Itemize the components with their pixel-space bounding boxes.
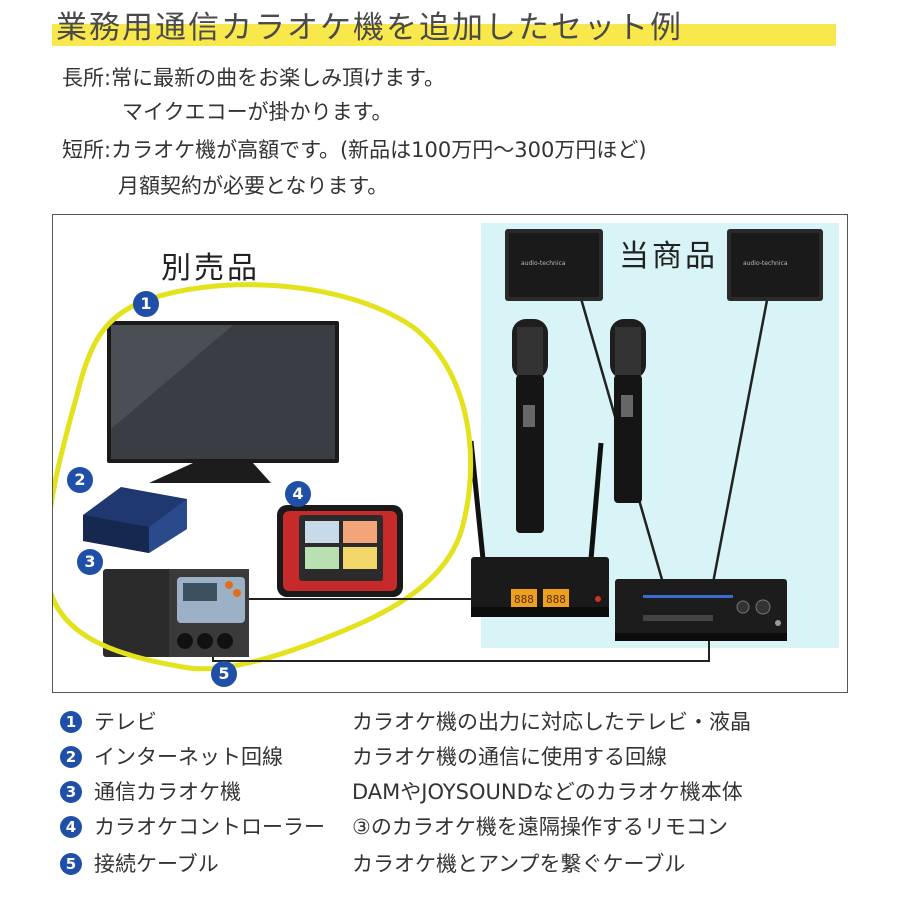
receiver-display-b: 888	[546, 593, 566, 606]
legend-description: DAMやJOYSOUNDなどのカラオケ機本体	[352, 780, 743, 804]
badge-4: 4	[285, 481, 311, 507]
legend-item-internet: 2 インターネット回線 カラオケ機の通信に使用する回線	[60, 743, 850, 777]
sold-separately-loop	[53, 282, 474, 672]
legend-number: 4	[60, 816, 82, 838]
badge-3: 3	[77, 549, 103, 575]
page-header: 業務用通信カラオケ機を追加したセット例	[52, 0, 836, 48]
legend-item-tv: 1 テレビ カラオケ機の出力に対応したテレビ・液晶	[60, 708, 850, 742]
speaker-right	[727, 229, 823, 301]
legend-name: 接続ケーブル	[94, 852, 219, 876]
amplifier	[615, 579, 787, 641]
diagram-illustration: audio-technica audio-technica 888 888	[53, 223, 839, 672]
this-product-label: 当商品	[619, 239, 718, 274]
speaker-right-brand: audio-technica	[743, 260, 788, 267]
legend-item-karaoke-machine: 3 通信カラオケ機 DAMやJOYSOUNDなどのカラオケ機本体	[60, 778, 850, 812]
tv	[107, 321, 339, 483]
internet-router	[83, 487, 187, 553]
pros-line-2: マイクエコーが掛かります。	[122, 100, 393, 124]
legend-item-controller: 4 カラオケコントローラー ③のカラオケ機を遠隔操作するリモコン	[60, 813, 850, 847]
legend-description: ③のカラオケ機を遠隔操作するリモコン	[352, 815, 728, 839]
title-highlight	[52, 24, 836, 46]
speaker-left	[505, 229, 603, 301]
legend-description: カラオケ機の通信に使用する回線	[352, 745, 667, 769]
legend-number: 2	[60, 746, 82, 768]
legend-number: 3	[60, 781, 82, 803]
legend-description: カラオケ機の出力に対応したテレビ・液晶	[352, 710, 751, 734]
setup-diagram: audio-technica audio-technica 888 888	[52, 214, 848, 693]
legend-name: 通信カラオケ機	[94, 780, 241, 804]
pros-line: 長所:常に最新の曲をお楽しみ頂けます。	[62, 66, 445, 90]
badge-1: 1	[133, 291, 159, 317]
legend-number: 1	[60, 711, 82, 733]
legend-description: カラオケ機とアンプを繋ぐケーブル	[352, 852, 686, 876]
legend-item-cable: 5 接続ケーブル カラオケ機とアンプを繋ぐケーブル	[60, 850, 850, 884]
cons-line: 短所:カラオケ機が高額です。(新品は100万円～300万円ほど)	[62, 138, 647, 162]
cons-line-2: 月額契約が必要となります。	[118, 174, 389, 198]
karaoke-machine	[103, 569, 249, 657]
legend-name: テレビ	[94, 710, 157, 734]
speaker-left-brand: audio-technica	[521, 260, 566, 267]
badge-2: 2	[67, 467, 93, 493]
page-title: 業務用通信カラオケ機を追加したセット例	[56, 10, 683, 46]
wireless-receiver	[468, 440, 609, 617]
legend-name: カラオケコントローラー	[94, 815, 325, 839]
legend-name: インターネット回線	[94, 745, 283, 769]
badge-5: 5	[211, 661, 237, 687]
sold-separately-label: 別売品	[161, 251, 260, 286]
microphone-left	[512, 319, 548, 533]
microphone-right	[610, 319, 646, 503]
karaoke-controller	[277, 505, 403, 597]
legend-number: 5	[60, 853, 82, 875]
receiver-display-a: 888	[514, 593, 534, 606]
